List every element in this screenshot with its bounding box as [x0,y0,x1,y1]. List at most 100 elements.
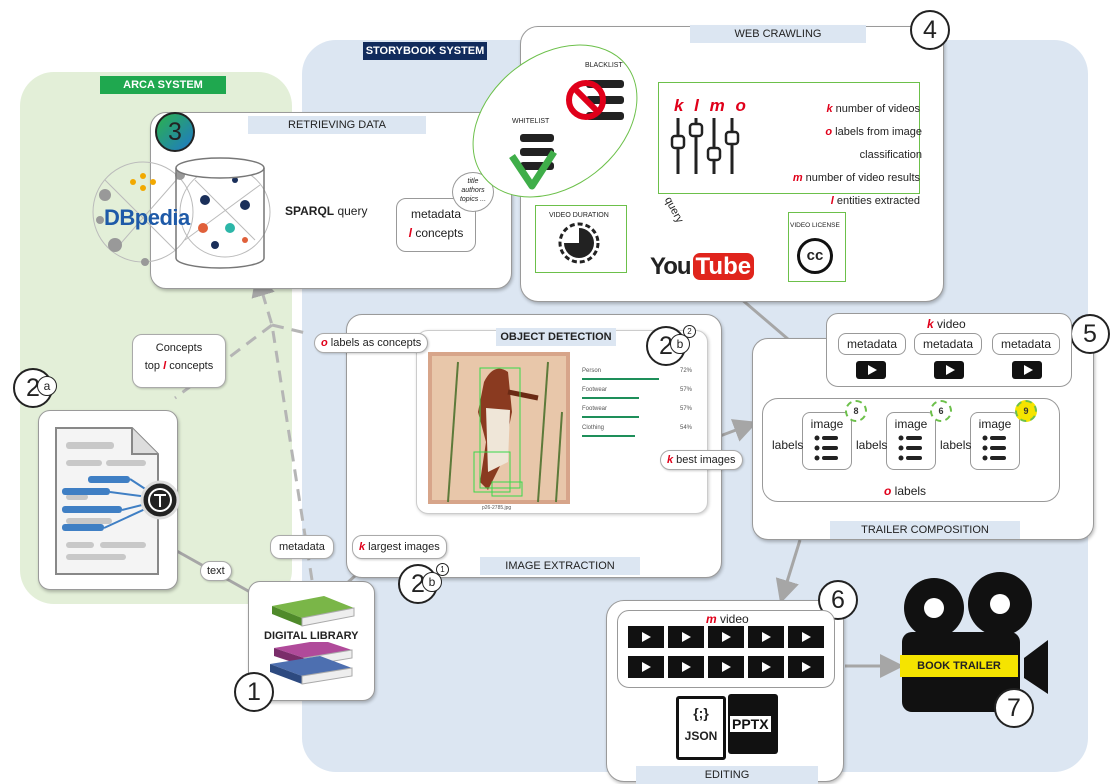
image-card: image [970,412,1020,470]
object-detection-tag: OBJECT DETECTION [496,328,616,346]
video-clip-icon [668,626,704,648]
labels-text: labels [856,438,888,452]
sparql-query-label: SPARQL query [285,204,367,218]
list-icon [982,435,1006,461]
score-badge: 8 [845,400,867,422]
arca-system-tag: ARCA SYSTEM [100,76,226,94]
step-7-number: 7 [994,688,1034,728]
metadata-callout: metadata [270,535,334,559]
bubble-topics: topics ... [459,196,487,203]
k-best-images-callout: k best images [660,450,743,470]
labels-text: labels [772,438,804,452]
blacklist-label: BLACKLIST [585,62,623,69]
image-labels-group: image labels [856,412,938,470]
video-metadata-card: metadata [992,333,1060,355]
blacklist-forbidden-icon [566,80,624,120]
book-trailer-label: BOOK TRAILER [900,655,1018,677]
sparql-keyword: SPARQL [285,204,335,218]
creative-commons-icon: cc [797,238,833,274]
storybook-system-tag: STORYBOOK SYSTEM [363,42,487,60]
step-1-number: 1 [234,672,274,712]
film-strip [628,626,824,682]
pptx-file-icon: PPTX [728,694,778,754]
whitelist-label: WHITELIST [512,118,550,125]
step-2b2-sup: 2 [683,325,696,338]
video-duration-label: VIDEO DURATION [549,212,609,219]
image-caption: p26-2785.jpg [482,505,512,511]
whitelist-check-icon [509,134,557,190]
concepts-variable: l [408,226,412,240]
video-clip-icon [788,626,824,648]
video-clip-icon [708,626,744,648]
retrieving-data-tag: RETRIEVING DATA [248,116,426,134]
video-clip-icon [708,656,744,678]
video-license-label: VIDEO LICENSE [790,222,840,229]
param-k: k number of videos [826,103,920,115]
play-icon [1012,361,1042,379]
play-icon [934,361,964,379]
text-callout: text [200,561,232,581]
bubble-title: title [467,178,479,185]
video-clip-icon [748,656,784,678]
param-m: m number of video results [792,172,920,184]
o-labels-callout: o labels as concepts [314,333,429,353]
json-brace: {;} [693,705,709,721]
m-video-label: m video [706,612,749,626]
step-4-number: 4 [910,10,950,50]
klmo-letters: k l m o [674,96,749,115]
k-video-label: k video [927,317,966,331]
image-card: image [802,412,852,470]
bubble-authors: authors [461,187,485,194]
labels-text: labels [940,438,972,452]
k-largest-images-callout: k largest images [352,535,447,559]
step-2b2-sub: b [670,334,690,354]
video-clip-icon [668,656,704,678]
parameter-list: k number of videos o labels from image c… [760,98,922,213]
image-labels-group: image labels [940,412,1022,470]
json-label: JSON [684,729,718,743]
score-badge: 9 [1015,400,1037,422]
video-metadata-card: metadata [838,333,906,355]
top-l-concepts: top l concepts [144,360,214,372]
video-clip-icon [748,626,784,648]
step-5-number: 5 [1070,314,1110,354]
step-2a-sub: a [37,376,57,396]
klmo-parameter-panel [658,82,920,194]
sliders-icon [670,118,740,174]
fresco-painting-image [428,352,570,504]
concepts-callout-title: Concepts [155,342,203,354]
video-metadata-card: metadata [914,333,982,355]
concepts-callout: Concepts top l concepts [132,334,226,388]
movie-camera-icon [902,572,1048,712]
step-2b1-sup: 1 [436,563,449,576]
list-icon [898,435,922,461]
dbpedia-graph-icon [92,157,271,269]
param-l: l entities extracted [830,195,920,207]
step-3-number: 3 [155,112,195,152]
image-extraction-tag: IMAGE EXTRACTION [480,557,640,575]
video-clip-icon [628,656,664,678]
books-stack-icon [270,596,355,685]
dbpedia-logo-text: DBpedia [104,205,190,230]
param-o: o labels from image classification [825,126,922,161]
editing-tag: EDITING [636,766,818,784]
video-clip-icon [628,626,664,648]
list-icon [814,435,838,461]
web-crawling-tag: WEB CRAWLING [690,25,866,43]
youtube-you: You [650,253,692,280]
text-document-icon [55,427,180,575]
youtube-tube: Tube [692,253,755,280]
trailer-composition-tag: TRAILER COMPOSITION [830,521,1020,539]
digital-library-label: DIGITAL LIBRARY [262,630,361,642]
video-clip-icon [788,656,824,678]
json-file-icon: {;} JSON [676,696,726,760]
image-card: image [886,412,936,470]
clock-icon [558,222,600,264]
concepts-label: concepts [411,226,464,240]
metadata-label: metadata [410,207,462,221]
